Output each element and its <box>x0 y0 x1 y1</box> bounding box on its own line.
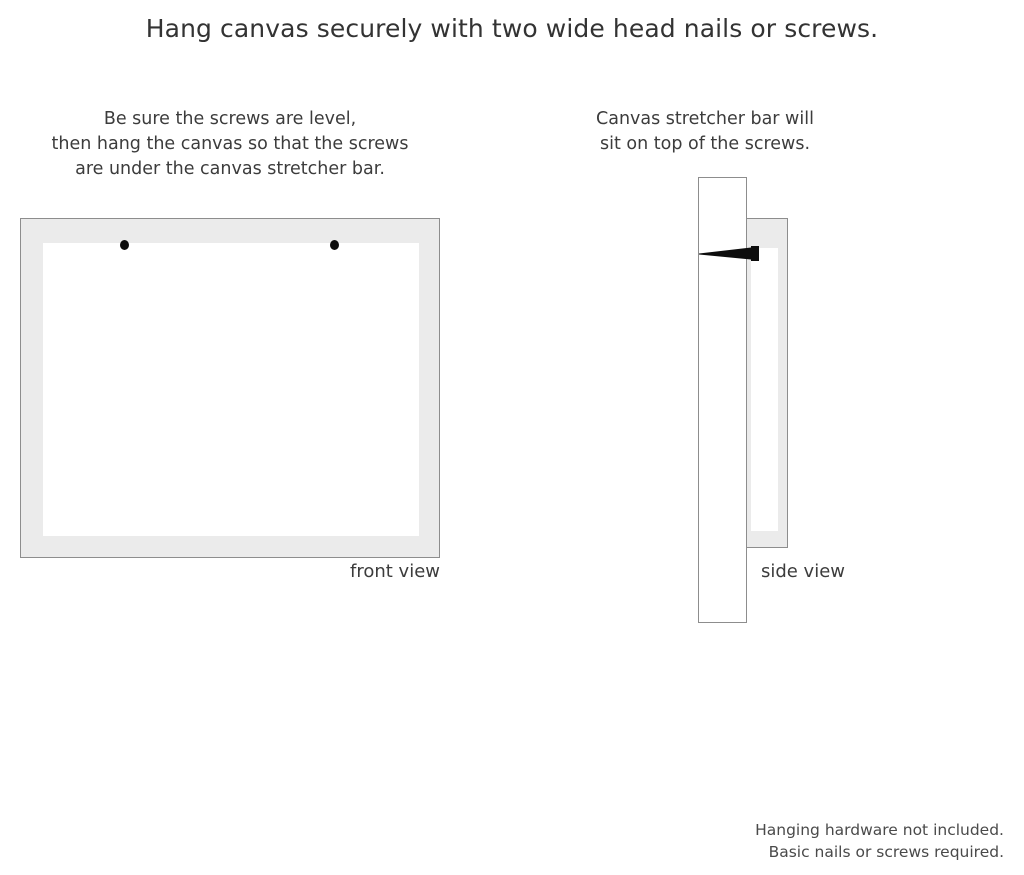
side-view-caption-line-2: sit on top of the screws. <box>599 134 811 154</box>
screw-head-dot-right <box>330 240 339 250</box>
side-view-label: side view <box>760 561 845 582</box>
front-view-canvas-face <box>43 243 419 536</box>
screw-head-dot-left <box>120 240 129 250</box>
side-view-canvas-depth <box>751 248 778 531</box>
front-view-caption-line-3: are under the canvas stretcher bar. <box>75 159 385 179</box>
page-title: Hang canvas securely with two wide head … <box>145 14 879 43</box>
footer-line-1: Hanging hardware not included. <box>755 821 1004 839</box>
screw-icon-side <box>699 246 759 261</box>
front-view-label: front view <box>350 561 440 582</box>
front-view-caption-line-1: Be sure the screws are level, <box>103 109 357 129</box>
front-view-caption-line-2: then hang the canvas so that the screws <box>51 134 409 154</box>
footer-line-2: Basic nails or screws required. <box>768 843 1004 861</box>
side-view-caption: Canvas stretcher bar will sit on top of … <box>565 107 845 157</box>
side-view-caption-line-1: Canvas stretcher bar will <box>596 109 814 129</box>
footer-disclaimer: Hanging hardware not included. Basic nai… <box>755 819 1004 863</box>
front-view-caption: Be sure the screws are level, then hang … <box>20 107 440 182</box>
front-view-canvas-frame <box>20 218 440 558</box>
